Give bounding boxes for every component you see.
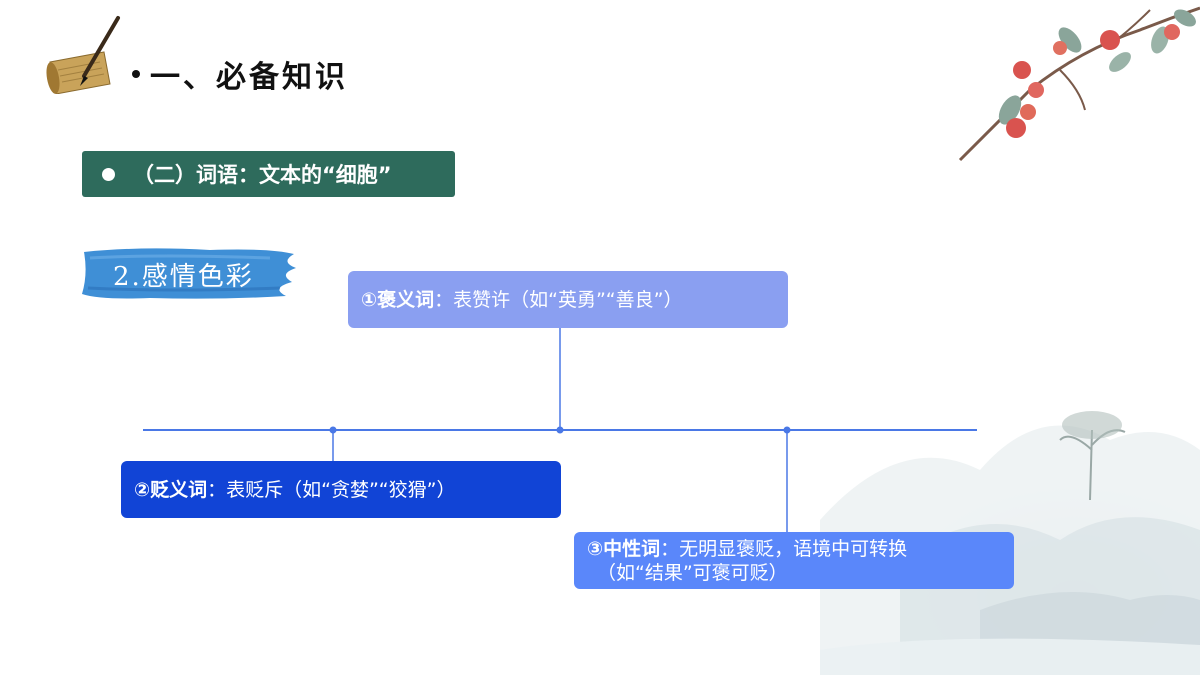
- neutral-term: ③中性词: [587, 537, 661, 560]
- neutral-desc: 无明显褒贬，语境中可转换: [679, 537, 908, 560]
- positive-separator: ：: [434, 288, 454, 311]
- negative-desc: 表贬斥（如“贪婪”“狡猾”）: [226, 478, 456, 501]
- subtopic-title: 2.感情色彩: [113, 262, 254, 292]
- node-negative: [329, 426, 337, 434]
- brush-stroke-banner: [82, 248, 296, 299]
- positive-desc: 表赞许（如“英勇”“善良”）: [453, 288, 683, 311]
- negative-word-box: ②贬义词：表贬斥（如“贪婪”“狡猾”）: [121, 461, 561, 518]
- node-positive: [556, 426, 564, 434]
- positive-term: ①褒义词: [361, 288, 435, 311]
- section-bullet: [102, 167, 115, 181]
- negative-term: ②贬义词: [134, 478, 208, 501]
- section-title: （二）词语：文本的“细胞”: [133, 163, 392, 187]
- negative-separator: ：: [207, 478, 227, 501]
- neutral-desc-line-2: （如“结果”可褒可贬）: [597, 561, 788, 584]
- positive-word-box: ①褒义词：表赞许（如“英勇”“善良”）: [348, 271, 788, 328]
- scroll-brush-icon: [46, 16, 120, 94]
- neutral-word-box: ③中性词：无明显褒贬，语境中可转换 （如“结果”可褒可贬）: [574, 532, 1014, 589]
- section-banner: （二）词语：文本的“细胞”: [82, 151, 455, 197]
- neutral-separator: ：: [660, 537, 680, 560]
- persimmon-branch-decoration: [958, 6, 1200, 162]
- node-neutral: [783, 426, 791, 434]
- header-bullet: [132, 70, 140, 78]
- neutral-line-1: ③中性词：无明显褒贬，语境中可转换: [587, 537, 907, 561]
- page-title: 一、必备知识: [150, 60, 348, 95]
